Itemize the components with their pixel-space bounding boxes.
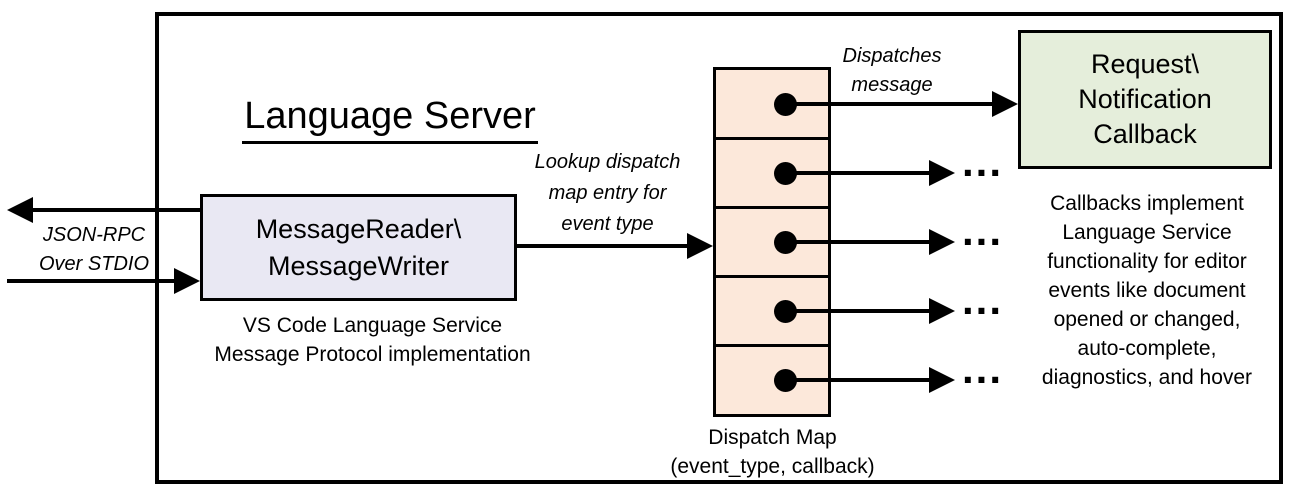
language-server-boundary [155,12,1283,484]
stdio-out-arrow-line [28,208,200,212]
map-entry-dot [774,369,797,392]
dispatch-row-line [786,171,929,175]
message-reader-writer-label: MessageReader\ MessageWriter [255,213,462,281]
callbacks-note: Callbacks implement Language Service fun… [1041,192,1253,389]
ellipsis-label: ... [962,345,1004,392]
stdio-out-arrowhead-icon [7,197,33,223]
stdio-in-arrowhead-icon [174,268,200,294]
lookup-arrowhead-icon [687,233,713,259]
dispatch-row-line [786,102,992,106]
stack-divider [716,275,828,278]
dispatch-row-arrowhead-icon [929,367,955,393]
stdio-in-arrow-line [7,279,174,283]
dispatch-row-line [786,309,929,313]
lookup-label: Lookup dispatch map entry for event type [534,151,681,235]
map-entry-dot [774,231,797,254]
dispatch-row-line [786,240,929,244]
page-title-text: Language Server [242,94,538,144]
map-entry-dot [774,162,797,185]
request-notification-callback-box: Request\ Notification Callback [1018,30,1272,169]
ellipsis-label: ... [962,207,1004,254]
dispatch-row-arrowhead-icon [929,229,955,255]
page-title: Language Server [175,50,605,144]
dispatches-message-label: Dispatches message [842,45,942,96]
stack-divider [716,137,828,140]
ellipsis-label: ... [962,276,1004,323]
message-reader-caption: VS Code Language Service Message Protoco… [214,314,531,366]
stdio-label: JSON-RPC Over STDIO [38,224,149,275]
lookup-arrow-line [515,244,689,248]
dispatch-row-arrowhead-icon [929,298,955,324]
map-entry-dot [774,93,797,116]
dispatch-map-caption: Dispatch Map (event_type, callback) [670,426,875,478]
dispatch-row-arrowhead-icon [929,160,955,186]
message-reader-writer-box: MessageReader\ MessageWriter [200,194,517,301]
stack-divider [716,344,828,347]
dispatch-row-line [786,378,929,382]
request-notification-callback-label: Request\ Notification Callback [1078,49,1212,149]
dispatch-row-arrowhead-icon [992,91,1018,117]
ellipsis-label: ... [962,138,1004,185]
stack-divider [716,206,828,209]
map-entry-dot [774,300,797,323]
